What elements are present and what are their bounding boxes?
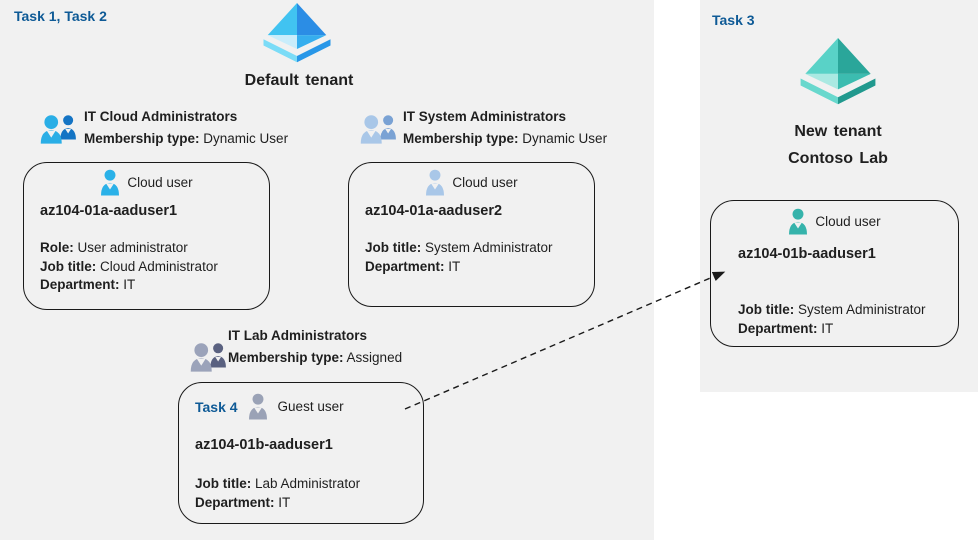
user-details: Role: User administrator Job title: Clou… [40, 239, 218, 295]
cloud-user-icon [425, 169, 445, 196]
job-title-value: Lab Administrator [255, 476, 361, 491]
membership-type-label: Membership type: [84, 131, 200, 146]
guest-user-card: Task 4 Guest user az104-01b-aaduser1 Job… [178, 382, 424, 524]
department-value: IT [821, 320, 834, 336]
card-head: Cloud user [349, 169, 594, 196]
membership-type-label: Membership type: [403, 131, 519, 146]
user-name: az104-01b-aaduser1 [738, 246, 876, 262]
department-line: Department: IT [40, 276, 218, 295]
user-type-label: Guest user [277, 399, 344, 414]
task-4-label: Task 4 [195, 398, 238, 415]
group-membership-system: Membership type: Dynamic User [403, 131, 607, 146]
new-tenant-user-card: Cloud user az104-01b-aaduser1 Job title:… [710, 200, 959, 347]
membership-type-label: Membership type: [228, 350, 344, 365]
user-card-aaduser2: Cloud user az104-01a-aaduser2 Job title:… [348, 162, 595, 307]
job-title-line: Job title: Cloud Administrator [40, 258, 218, 277]
job-title-value: Cloud Administrator [100, 258, 218, 274]
card-head: Task 4 Guest user [195, 393, 344, 420]
cloud-user-icon [788, 208, 808, 235]
group-title-system-admins: IT System Administrators [403, 109, 567, 124]
group-title-cloud-admins: IT Cloud Administrators [84, 109, 238, 124]
card-head: Cloud user [711, 208, 958, 235]
new-tenant-title-line2: Contoso Lab [788, 150, 888, 167]
role-value: User administrator [77, 240, 188, 255]
user-details: Job title: Lab Administrator Department:… [195, 475, 360, 512]
cloud-user-icon [100, 169, 120, 196]
group-title-lab-admins: IT Lab Administrators [228, 328, 368, 343]
department-line: Department: IT [365, 258, 553, 277]
group-membership-cloud: Membership type: Dynamic User [84, 131, 288, 146]
department-label: Department: [195, 494, 275, 510]
default-tenant-title: Default tenant [244, 72, 354, 89]
role-label: Role: [40, 240, 74, 255]
guest-user-icon [248, 393, 268, 420]
user-name: az104-01b-aaduser1 [195, 437, 333, 453]
card-head: Cloud user [24, 169, 269, 196]
task-1-2-label: Task 1, Task 2 [14, 8, 107, 24]
user-details: Job title: System Administrator Departme… [365, 239, 553, 276]
department-value: IT [123, 277, 136, 292]
default-tenant-panel [0, 0, 654, 540]
job-title-label: Job title: [365, 240, 422, 255]
job-title-line: Job title: System Administrator [738, 301, 926, 320]
department-value: IT [278, 494, 291, 510]
user-name: az104-01a-aaduser2 [365, 203, 503, 219]
user-type-label: Cloud user [815, 214, 881, 229]
job-title-label: Job title: [40, 258, 97, 274]
task-3-label: Task 3 [712, 12, 755, 28]
user-card-aaduser1: Cloud user az104-01a-aaduser1 Role: User… [23, 162, 270, 310]
role-line: Role: User administrator [40, 239, 218, 258]
new-tenant-icon [799, 38, 877, 105]
job-title-line: Job title: System Administrator [365, 239, 553, 258]
new-tenant-title-line1: New tenant [794, 123, 882, 140]
default-tenant-icon [262, 3, 332, 63]
department-label: Department: [738, 320, 818, 336]
job-title-value: System Administrator [798, 302, 926, 317]
people-group-icon-lab [188, 340, 230, 373]
job-title-label: Job title: [738, 302, 795, 317]
job-title-label: Job title: [195, 476, 252, 491]
department-value: IT [448, 258, 461, 274]
department-label: Department: [40, 277, 120, 292]
department-line: Department: IT [195, 494, 360, 513]
people-group-icon-system [358, 112, 400, 145]
membership-type-value: Dynamic User [203, 131, 289, 146]
job-title-value: System Administrator [425, 240, 553, 255]
user-type-label: Cloud user [127, 175, 193, 190]
user-details: Job title: System Administrator Departme… [738, 301, 926, 338]
user-type-label: Cloud user [452, 175, 518, 190]
group-membership-lab: Membership type: Assigned [228, 350, 402, 365]
membership-type-value: Dynamic User [522, 131, 608, 146]
department-label: Department: [365, 258, 445, 274]
people-group-icon-cloud [38, 112, 80, 145]
user-name: az104-01a-aaduser1 [40, 203, 178, 219]
department-line: Department: IT [738, 320, 926, 339]
job-title-line: Job title: Lab Administrator [195, 475, 360, 494]
membership-type-value: Assigned [346, 350, 403, 365]
new-tenant-title: New tenant Contoso Lab [756, 118, 920, 172]
